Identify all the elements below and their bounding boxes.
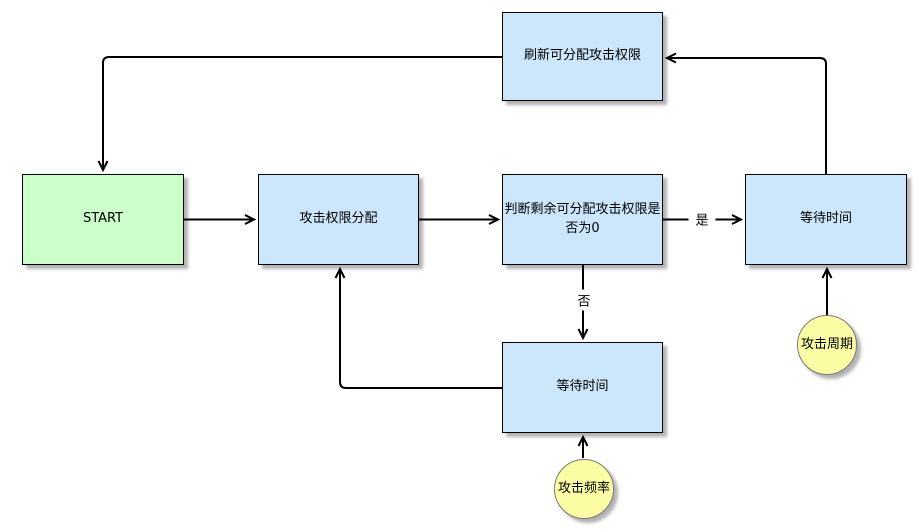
node-refresh-permission-label: 刷新可分配攻击权限 xyxy=(523,48,641,64)
edge-wait-right-to-refresh xyxy=(667,58,827,174)
node-start[interactable]: START xyxy=(22,174,184,265)
node-start-label: START xyxy=(82,211,124,227)
node-wait-time-bottom-label: 等待时间 xyxy=(556,379,609,395)
node-wait-time-right-label: 等待时间 xyxy=(799,211,852,227)
node-attack-frequency-label: 攻击频率 xyxy=(557,480,610,496)
edge-label-yes: 是 xyxy=(688,208,716,230)
node-wait-time-bottom[interactable]: 等待时间 xyxy=(502,342,663,433)
node-judge-remaining[interactable]: 判断剩余可分配攻击权限是否为0 xyxy=(502,174,663,265)
node-assign-permission-label: 攻击权限分配 xyxy=(299,211,378,227)
edge-label-no: 否 xyxy=(570,289,598,311)
node-attack-frequency[interactable]: 攻击频率 xyxy=(554,459,614,519)
node-judge-remaining-label: 判断剩余可分配攻击权限是否为0 xyxy=(504,201,661,236)
edge-wait-bottom-to-assign xyxy=(340,269,502,389)
node-assign-permission[interactable]: 攻击权限分配 xyxy=(258,174,419,265)
node-attack-cycle[interactable]: 攻击周期 xyxy=(797,315,857,375)
node-refresh-permission[interactable]: 刷新可分配攻击权限 xyxy=(502,12,663,101)
node-wait-time-right[interactable]: 等待时间 xyxy=(745,174,907,265)
node-attack-cycle-label: 攻击周期 xyxy=(800,336,853,352)
edge-refresh-to-start xyxy=(103,56,502,170)
